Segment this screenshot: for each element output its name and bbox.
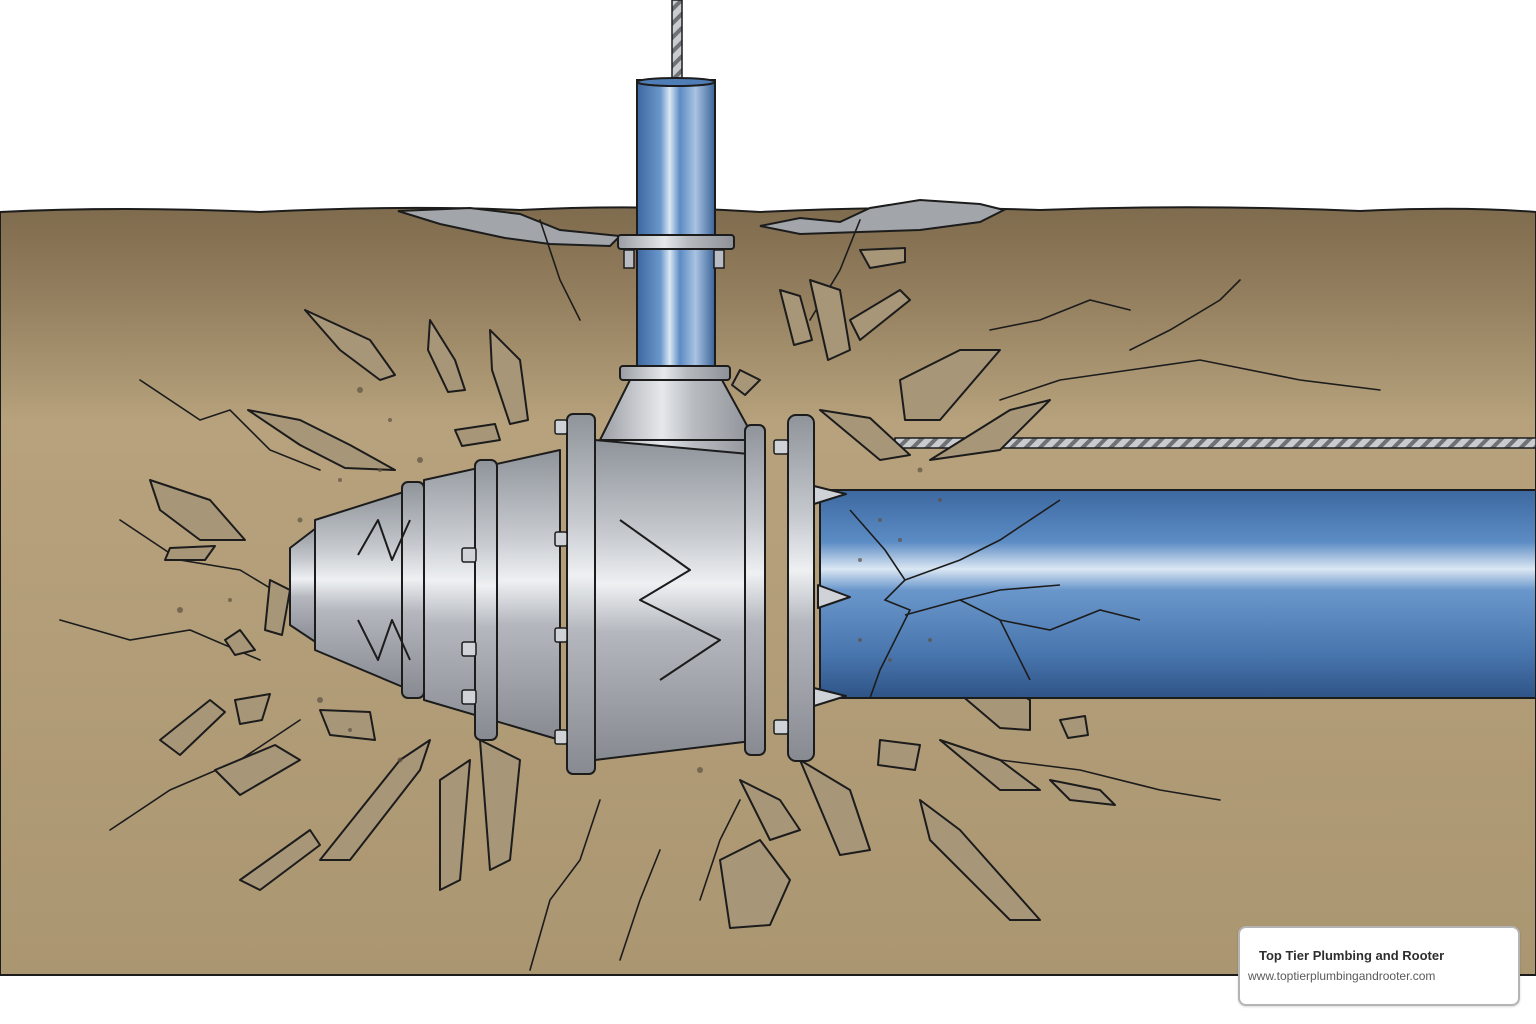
debris-particles [177,387,942,773]
branding-label: Top Tier Plumbing and Rooter www.toptier… [1238,926,1520,1006]
company-website: www.toptierplumbingandrooter.com [1248,969,1436,983]
pavement-chunk-left [397,206,623,248]
company-name: Top Tier Plumbing and Rooter [1259,948,1445,963]
soil-cracks [59,219,1381,971]
bursting-head [289,413,851,775]
pipe-cracks [849,499,1141,699]
bolts [461,419,789,745]
vertical-launch-pipe [636,79,716,371]
pavement-chunk-right [759,198,1007,236]
new-hdpe-pipe [819,489,1536,699]
rock-fragments [149,247,1116,929]
lift-cable [671,0,683,83]
vertical-pipe-flange [617,234,735,250]
